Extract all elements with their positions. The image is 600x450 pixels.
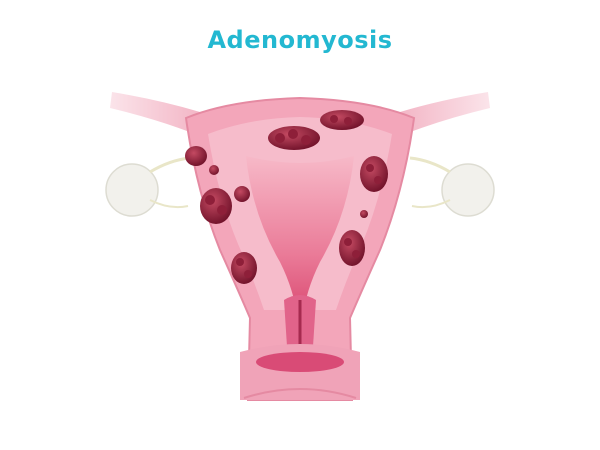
lesion-cluster-left-lower [231,252,257,284]
lesion-cluster-right-upper [360,156,388,192]
lesion-cluster-left-mid [200,186,250,224]
left-fallopian-tube [110,92,200,136]
page-title: Adenomyosis [207,26,393,54]
lesion-cluster-top-right [320,110,364,130]
lesion-cluster-right-small [360,210,368,218]
left-ovary [105,156,191,217]
uterine-cavity [246,156,354,320]
lesion-cluster-right-lower [339,230,365,266]
lesion-cluster-left-upper [185,146,219,175]
right-ovary [409,156,495,217]
lesion-cluster-top [268,126,320,150]
right-fallopian-tube [400,92,490,136]
